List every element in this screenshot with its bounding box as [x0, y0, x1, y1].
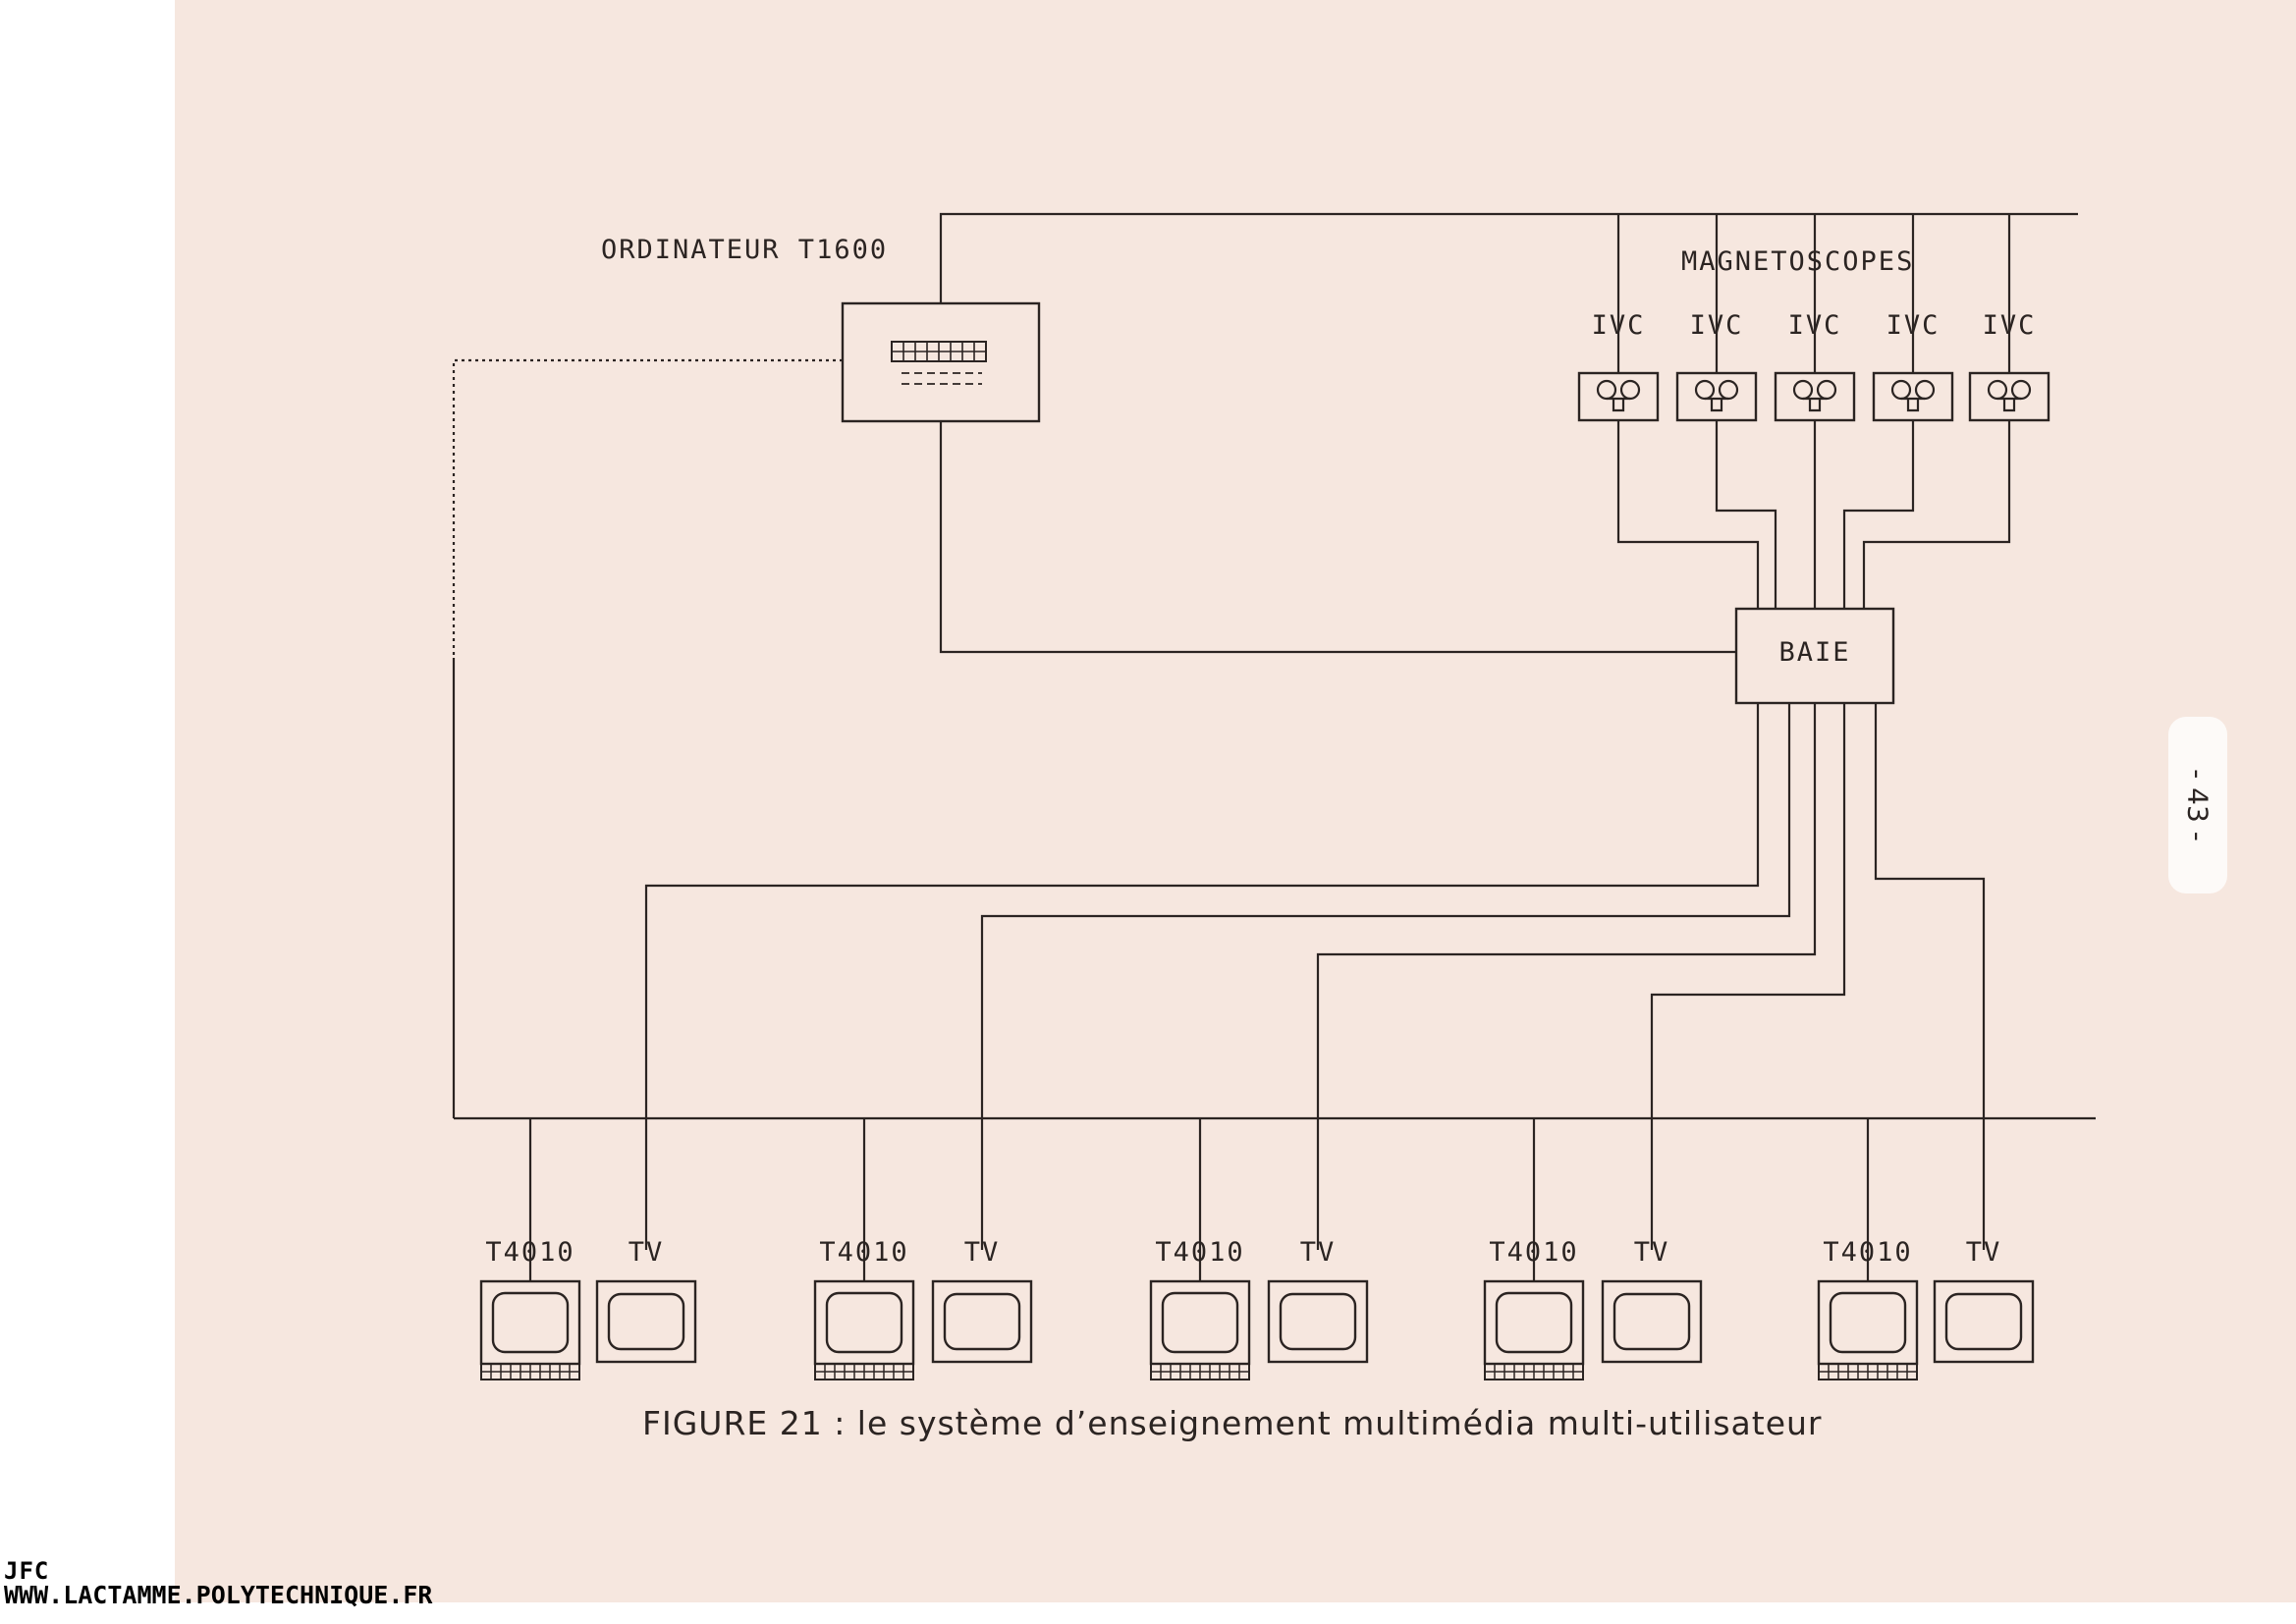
keyboard-icon: [1150, 1363, 1250, 1380]
tv-label: TV: [1634, 1237, 1670, 1268]
cassette-icon: [1987, 379, 2032, 412]
recorder-label: IVC: [1690, 310, 1744, 341]
rack-to-tv-cable: [644, 703, 1760, 1250]
figure-caption: FIGURE 21 : le système d’enseignement mu…: [642, 1404, 1823, 1442]
recorder-ivc: IVC: [1675, 214, 1758, 422]
terminal-label: T4010: [485, 1237, 574, 1268]
recorder-ivc: IVC: [1968, 214, 2050, 422]
watermark: JFC WWW.LACTAMME.POLYTECHNIQUE.FR: [4, 1559, 433, 1607]
terminal-label: T4010: [1823, 1237, 1912, 1268]
terminal-t4010: T4010: [813, 1237, 915, 1380]
classroom-station: T4010 TV: [1817, 1118, 2035, 1380]
recorder-cable: [1715, 420, 1777, 609]
recorder-label: IVC: [1592, 310, 1646, 341]
recorder-ivc: IVC: [1872, 214, 1954, 422]
terminal-t4010: T4010: [479, 1237, 581, 1380]
classroom-station: T4010 TV: [813, 1118, 1033, 1380]
rack-to-tv-cable: [1316, 703, 1817, 1250]
keyboard-icon: [480, 1363, 580, 1380]
recorder-ivc: IVC: [1577, 214, 1660, 422]
cassette-icon: [1694, 379, 1739, 412]
rack-to-tv-cable: [1874, 703, 1986, 1250]
tv-monitor: TV: [1601, 1237, 1703, 1364]
recorder-cable: [1616, 420, 1760, 609]
recorders-group: IVC IVC IVC IVC IVC: [1577, 214, 2050, 422]
terminal-t4010: T4010: [1149, 1237, 1251, 1380]
recorder-label: IVC: [1788, 310, 1842, 341]
tv-monitor: TV: [1267, 1237, 1369, 1364]
recorders-group-label: MAGNETOSCOPES: [1681, 246, 1914, 277]
top-bus: [939, 212, 2078, 303]
cassette-icon: [1890, 379, 1936, 412]
tv-monitor: TV: [931, 1237, 1033, 1364]
computer-t1600: [841, 301, 1041, 423]
recorder-label: IVC: [1886, 310, 1941, 341]
cassette-icon: [1792, 379, 1837, 412]
paper-sheet: [175, 0, 2296, 1602]
computer-dotted-link: [452, 358, 843, 658]
recorder-cable: [1862, 420, 2011, 609]
page-number-tab: - 43 -: [2168, 717, 2227, 893]
recorder-ivc: IVC: [1774, 214, 1856, 422]
terminal-label: T4010: [1489, 1237, 1578, 1268]
rack-to-tv-cable: [1650, 703, 1846, 1250]
keyboard-icon: [891, 341, 987, 385]
terminal-label: T4010: [819, 1237, 908, 1268]
terminal-t4010: T4010: [1483, 1237, 1585, 1380]
tv-label: TV: [964, 1237, 1001, 1268]
rack-to-tv-cable: [980, 703, 1791, 1250]
keyboard-icon: [1818, 1363, 1918, 1380]
watermark-url: WWW.LACTAMME.POLYTECHNIQUE.FR: [4, 1581, 433, 1609]
terminal-label: T4010: [1155, 1237, 1244, 1268]
computer-label: ORDINATEUR T1600: [601, 235, 888, 265]
recorder-cable: [1842, 420, 1915, 609]
stations-group: T4010 TV T4010 TV T4010 TV T4010 TV T4010 TV: [479, 1118, 2035, 1380]
rack-baie: BAIE: [1734, 607, 1895, 705]
watermark-logo: JFC: [4, 1557, 50, 1585]
classroom-station: T4010 TV: [479, 1118, 697, 1380]
keyboard-icon: [814, 1363, 914, 1380]
tv-label: TV: [1300, 1237, 1337, 1268]
page-number: - 43 -: [2181, 769, 2214, 841]
computer-to-rack-line: [939, 421, 1736, 654]
cassette-icon: [1596, 379, 1641, 412]
classroom-station: T4010 TV: [1483, 1118, 1703, 1380]
rack-label: BAIE: [1778, 637, 1850, 668]
classroom-station: T4010 TV: [1149, 1118, 1369, 1380]
tv-label: TV: [629, 1237, 665, 1268]
keyboard-icon: [1484, 1363, 1584, 1380]
recorder-label: IVC: [1983, 310, 2037, 341]
tv-monitor: TV: [1933, 1237, 2035, 1364]
terminal-t4010: T4010: [1817, 1237, 1919, 1380]
tv-label: TV: [1966, 1237, 2002, 1268]
tv-monitor: TV: [595, 1237, 697, 1364]
